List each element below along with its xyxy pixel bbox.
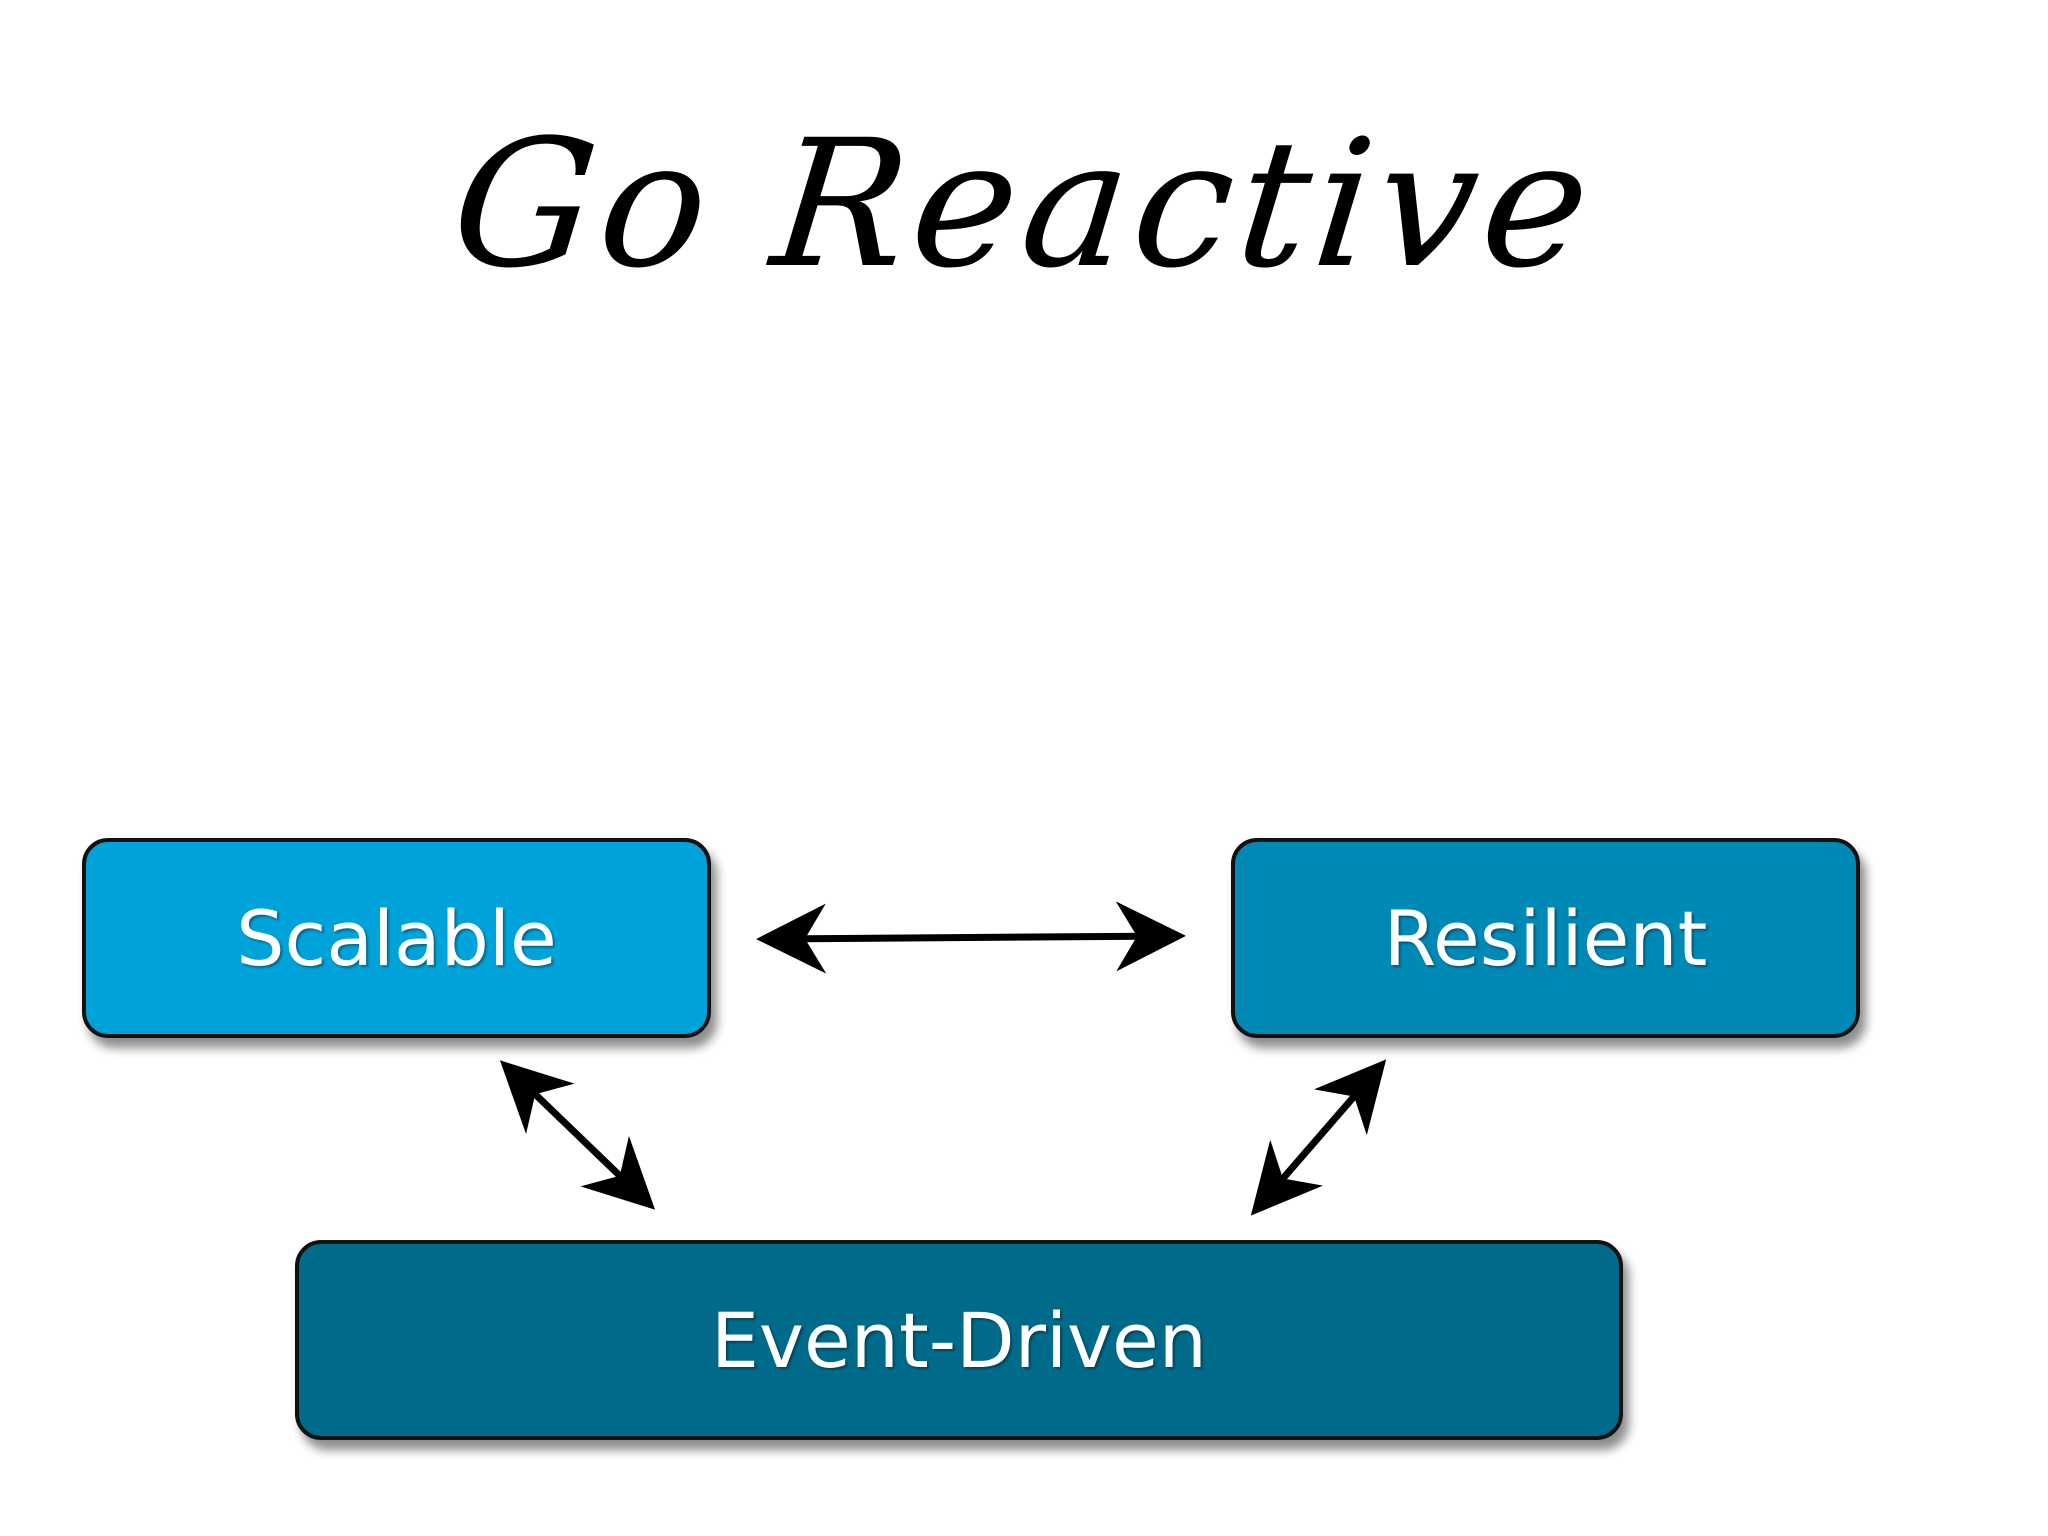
node-resilient-label: Resilient (1383, 893, 1708, 983)
node-scalable: Scalable (82, 838, 711, 1038)
node-scalable-label: Scalable (236, 893, 557, 983)
arrow-scalable-event-driven (499, 1060, 656, 1210)
node-resilient: Resilient (1231, 838, 1860, 1038)
node-event-driven: Event-Driven (295, 1240, 1623, 1440)
arrow-scalable-resilient (756, 901, 1186, 974)
node-event-driven-label: Event-Driven (711, 1295, 1207, 1385)
arrow-resilient-event-driven (1250, 1059, 1387, 1216)
